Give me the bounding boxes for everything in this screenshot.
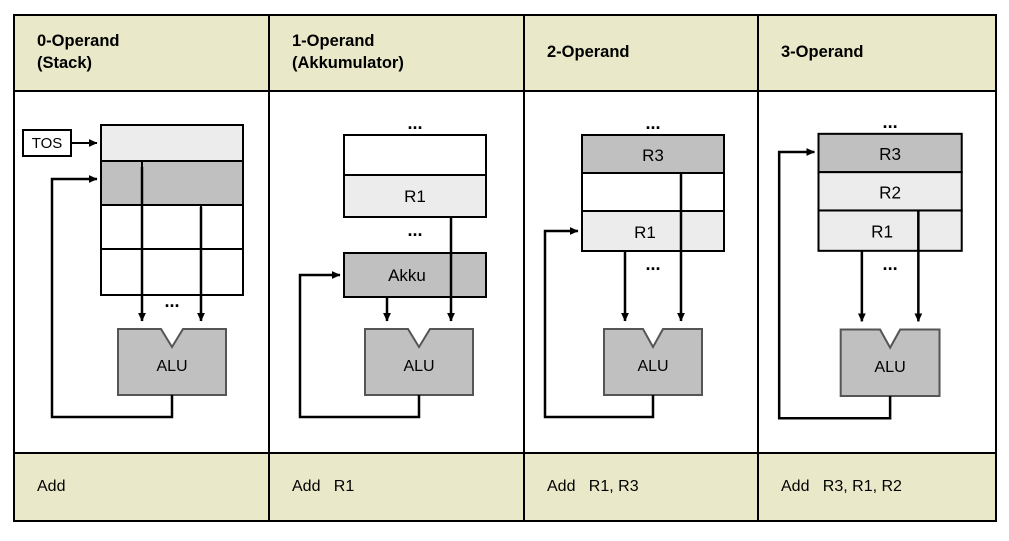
accumulator-label: Akku xyxy=(388,266,426,285)
register-label-r1: R1 xyxy=(404,187,426,206)
instruction-text-one-operand: Add R1 xyxy=(292,478,355,495)
register-label-r1: R1 xyxy=(871,222,893,242)
tos-pointer-label: TOS xyxy=(32,135,63,152)
register-label-r3: R3 xyxy=(879,144,901,164)
header-title-two-operand: 2-Operand xyxy=(547,43,630,62)
register-cell-r3 xyxy=(581,134,725,174)
instruction-text-two-operand: Add R1, R3 xyxy=(547,478,639,495)
register-file-ellipsis-mid: ... xyxy=(645,254,660,274)
header-title-one-operand: 1-Operand (Akkumulator) xyxy=(292,32,404,72)
register-cell-empty xyxy=(343,134,487,176)
diagram-cell-two-operand: ... R3 R1 ... ALU xyxy=(525,92,759,452)
instruction-text-three-operand: Add R3, R1, R2 xyxy=(781,478,902,495)
diagram-cell-three-operand: ... R3 R2 R1 ... ALU xyxy=(759,92,995,452)
instruction-cell-two-operand: Add R1, R3 xyxy=(525,454,759,520)
stack-cell-third xyxy=(100,204,244,250)
instruction-cell-zero-operand: Add xyxy=(15,454,270,520)
accumulator-box xyxy=(343,252,487,298)
register-file-ellipsis-top: ... xyxy=(645,113,660,133)
alu-shape-one-operand xyxy=(364,328,474,396)
alu-shape-zero-operand xyxy=(117,328,227,396)
three-operand-architecture-diagram: ... R3 R2 R1 ... ALU xyxy=(777,112,963,420)
header-cell-zero-operand: 0-Operand (Stack) xyxy=(15,16,270,90)
instruction-cell-one-operand: Add R1 xyxy=(270,454,525,520)
register-file-ellipsis-top: ... xyxy=(407,113,422,133)
alu-label-two-operand: ALU xyxy=(637,358,668,375)
stack-cell-second xyxy=(100,160,244,206)
register-label-r1: R1 xyxy=(634,223,656,242)
accumulator-architecture-diagram: ... R1 ... Akku ALU xyxy=(298,113,487,419)
alu-shape-three-operand xyxy=(839,328,941,398)
register-cell-r1 xyxy=(581,210,725,252)
register-cell-r1 xyxy=(343,174,487,218)
register-label-r3: R3 xyxy=(642,146,664,165)
header-cell-one-operand: 1-Operand (Akkumulator) xyxy=(270,16,525,90)
register-file-ellipsis-top: ... xyxy=(883,112,898,132)
stack-cell-fourth xyxy=(100,248,244,296)
register-file-ellipsis-mid: ... xyxy=(883,254,898,274)
result-feedback-path xyxy=(777,148,892,420)
instruction-cell-three-operand: Add R3, R1, R2 xyxy=(759,454,995,520)
table-instruction-row: Add Add R1 Add R1, R3 Add R3, R1, R2 xyxy=(15,454,995,520)
header-title-three-operand: 3-Operand xyxy=(781,43,864,62)
register-cell-r2 xyxy=(817,171,963,212)
diagram-cell-zero-operand: TOS ... ALU xyxy=(15,92,270,452)
alu-label-one-operand: ALU xyxy=(403,358,434,375)
alu-label-zero-operand: ALU xyxy=(156,358,187,375)
result-feedback-path xyxy=(543,227,655,419)
operand-comparison-table: 0-Operand (Stack) 1-Operand (Akkumulator… xyxy=(13,14,997,522)
register-file-ellipsis-mid: ... xyxy=(407,220,422,240)
header-cell-three-operand: 3-Operand xyxy=(759,16,995,90)
header-cell-two-operand: 2-Operand xyxy=(525,16,759,90)
header-title-zero-operand: 0-Operand (Stack) xyxy=(37,32,120,72)
result-feedback-path xyxy=(50,175,174,419)
alu-shape-two-operand xyxy=(603,328,703,396)
table-header-row: 0-Operand (Stack) 1-Operand (Akkumulator… xyxy=(15,16,995,92)
two-operand-architecture-diagram: ... R3 R1 ... ALU xyxy=(543,113,725,419)
stack-cell-tos xyxy=(100,124,244,162)
register-cell-empty xyxy=(581,172,725,212)
register-cell-r1 xyxy=(817,209,963,252)
stack-ellipsis: ... xyxy=(164,291,179,311)
result-feedback-path xyxy=(298,271,421,419)
register-label-r2: R2 xyxy=(879,182,901,202)
table-diagram-row: TOS ... ALU xyxy=(15,92,995,454)
alu-label-three-operand: ALU xyxy=(874,358,905,376)
instruction-text-zero-operand: Add xyxy=(37,478,66,495)
stack-architecture-diagram: TOS ... ALU xyxy=(22,124,244,419)
diagram-cell-one-operand: ... R1 ... Akku ALU xyxy=(270,92,525,452)
